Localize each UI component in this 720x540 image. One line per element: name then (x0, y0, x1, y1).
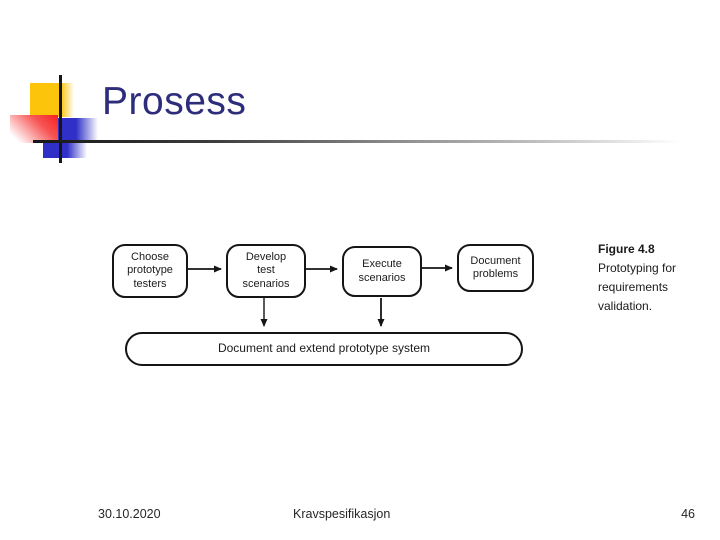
flow-box-document-problems: Document problems (457, 244, 534, 292)
flow-box-develop-test-scenarios: Develop test scenarios (226, 244, 306, 298)
footer-date: 30.10.2020 (98, 507, 161, 521)
footer-course-name: Kravspesifikasjon (293, 507, 391, 521)
figure-caption-text: Prototyping for requirements validation. (598, 261, 677, 313)
figure-caption-number: Figure 4.8 (598, 242, 655, 256)
slide-title: Prosess (102, 80, 247, 123)
decoration-blue-square-upper (58, 118, 98, 141)
flow-box-execute-scenarios: Execute scenarios (342, 246, 422, 297)
flow-box-document-and-extend: Document and extend prototype system (125, 332, 523, 366)
decoration-vertical-line (59, 75, 62, 163)
title-underline-rule (33, 140, 681, 143)
decoration-yellow-square (30, 83, 74, 117)
decoration-red-square (10, 115, 58, 143)
figure-caption: Figure 4.8 Prototyping for requirements … (598, 240, 702, 316)
footer-page-number: 46 (681, 507, 695, 521)
decoration-blue-square-lower (43, 143, 87, 158)
flow-box-choose-prototype-testers: Choose prototype testers (112, 244, 188, 298)
